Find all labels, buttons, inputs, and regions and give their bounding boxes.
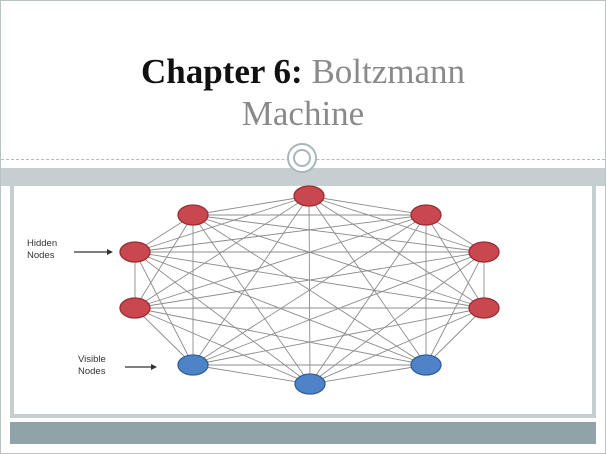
edge-bottom-left-2 (134, 307, 311, 385)
title-area: Chapter 6: Boltzmann Machine (1, 1, 605, 159)
edge-right-1-upper-left (192, 214, 485, 253)
edge-top-upper-left (192, 195, 310, 216)
edge-lower-right-bottom (309, 364, 427, 385)
edge-upper-right-bottom (309, 214, 427, 385)
hidden-node-upper-left (177, 204, 209, 226)
hidden-arrow-head-icon (107, 249, 113, 255)
edge-left-2-upper-left (134, 214, 194, 309)
edge-upper-right-left-1 (134, 214, 427, 253)
visible-arrow-head-icon (151, 364, 157, 370)
edge-lower-right-left-1 (134, 251, 427, 366)
visible-node-lower-right (410, 354, 442, 376)
title-light-2: Machine (241, 94, 365, 133)
header-band (1, 168, 605, 186)
edge-lower-right-left-2 (134, 307, 427, 366)
visible-node-lower-left (177, 354, 209, 376)
edge-right-2-upper-left (192, 214, 485, 309)
title-bold: Chapter 6: (140, 52, 303, 91)
title-light-1: Boltzmann (311, 52, 466, 91)
hidden-node-right-1 (468, 241, 500, 263)
hidden-node-left-1 (119, 241, 151, 263)
edge-right-1-bottom (309, 251, 485, 385)
hidden-node-right-2 (468, 297, 500, 319)
edge-lower-left-left-1 (134, 251, 194, 366)
edge-lower-left-left-2 (134, 307, 194, 366)
edge-top-upper-right (308, 195, 427, 216)
edge-top-lower-left (192, 195, 310, 366)
edge-lower-right-upper-left (192, 214, 427, 366)
hidden-label-line-1: Hidden (27, 238, 57, 249)
edge-bottom-lower-left (192, 364, 311, 385)
edge-bottom-upper-left (192, 214, 311, 385)
hidden-node-left-2 (119, 297, 151, 319)
hidden-nodes-label: Hidden Nodes (27, 238, 113, 261)
visible-label-line-1: Visible (78, 354, 106, 365)
visible-nodes-label: Visible Nodes (78, 354, 157, 377)
decorative-circle-icon (287, 143, 317, 173)
edge-right-2-lower-right (425, 307, 485, 366)
edge-right-2-lower-left (192, 307, 485, 366)
slide-title: Chapter 6: Boltzmann Machine (1, 51, 605, 135)
hidden-node-top (293, 185, 325, 207)
edge-upper-right-right-2 (425, 214, 485, 309)
visible-label-line-2: Nodes (78, 366, 106, 377)
hidden-node-upper-right (410, 204, 442, 226)
edge-upper-right-left-2 (134, 214, 427, 309)
edge-bottom-left-1 (134, 251, 311, 385)
footer-band (10, 422, 596, 444)
node-group (119, 185, 500, 395)
visible-node-bottom (294, 373, 326, 395)
hidden-label-line-2: Nodes (27, 250, 55, 261)
edge-top-lower-right (308, 195, 427, 366)
edge-right-1-lower-right (425, 251, 485, 366)
